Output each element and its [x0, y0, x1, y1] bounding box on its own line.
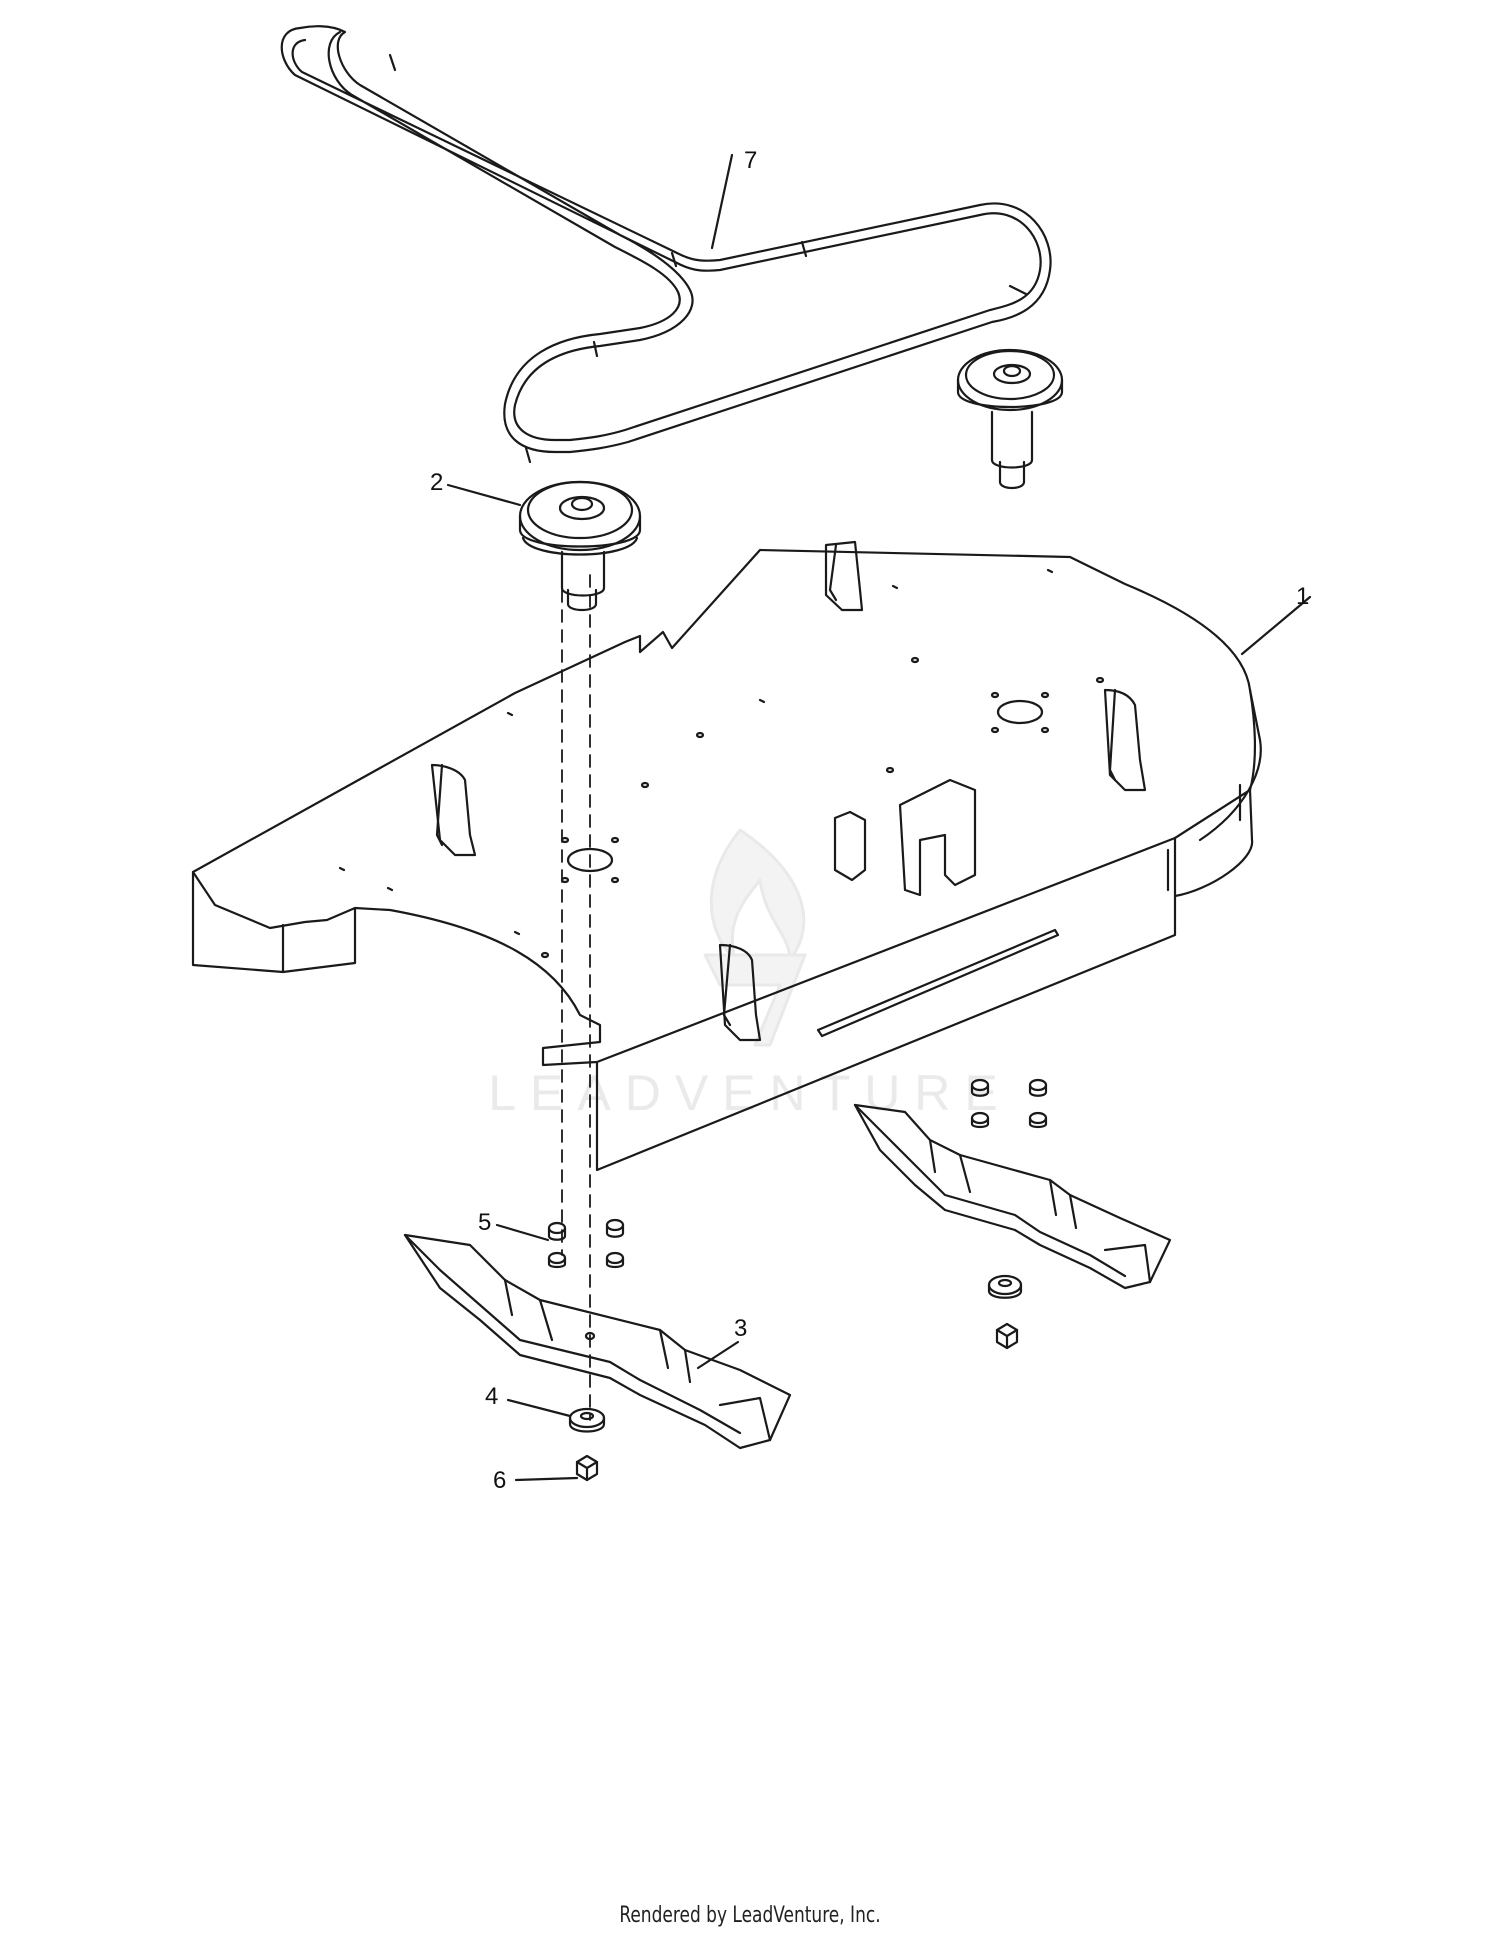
- callout-3: 3: [734, 1315, 747, 1342]
- watermark-logo-icon: [703, 828, 807, 1047]
- leader-4: [506, 1398, 572, 1418]
- stud-nut-part[interactable]: [547, 1078, 1048, 1269]
- blade-left-part[interactable]: [403, 1233, 792, 1450]
- leader-1: [1240, 595, 1312, 656]
- hex-nut-part[interactable]: [575, 1322, 1019, 1482]
- washer-part[interactable]: [568, 1274, 1023, 1433]
- spindle-pulley-left-part[interactable]: [518, 480, 642, 612]
- leader-3: [696, 1340, 740, 1370]
- leader-5: [495, 1223, 550, 1242]
- callout-4: 4: [485, 1383, 498, 1410]
- callout-2: 2: [430, 469, 443, 496]
- callout-7: 7: [744, 147, 757, 174]
- mower-deck-part[interactable]: [191, 540, 1262, 1172]
- callout-5: 5: [478, 1209, 491, 1236]
- callout-1: 1: [1296, 583, 1309, 610]
- footer-credit: Rendered by LeadVenture, Inc.: [619, 1903, 881, 1928]
- blade-right-part[interactable]: [853, 1103, 1172, 1290]
- leader-6: [514, 1476, 579, 1482]
- spindle-pulley-right-part[interactable]: [956, 348, 1064, 490]
- leader-7: [710, 153, 734, 250]
- belt-part[interactable]: [280, 25, 1052, 464]
- alignment-lines: [561, 569, 591, 1421]
- leader-2: [446, 483, 522, 507]
- callout-6: 6: [493, 1467, 506, 1494]
- watermark-text: LEADVENTURE: [488, 1065, 1012, 1121]
